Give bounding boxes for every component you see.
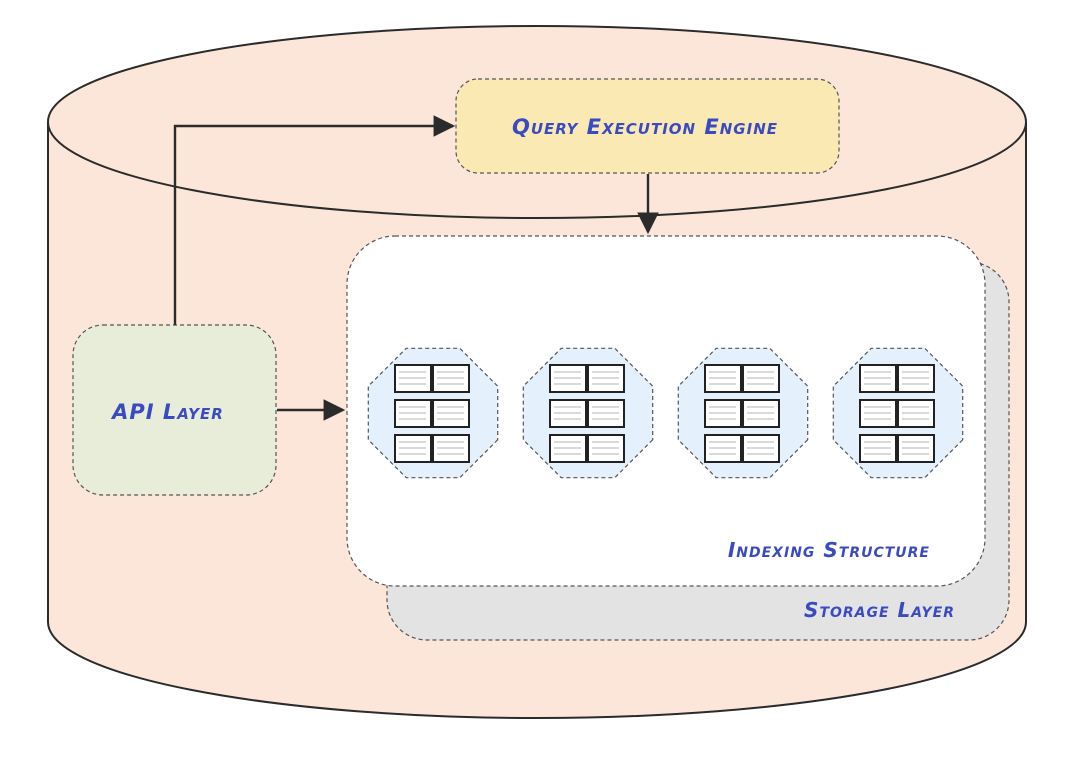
index-node [367,347,499,479]
query-execution-engine-box [455,78,840,174]
connectors [173,115,659,421]
index-node [832,347,964,479]
arrow-api-to-query-engine [173,115,456,325]
index-node [677,347,809,479]
api-layer-label: API Layer [110,400,224,424]
index-node [522,347,654,479]
indexing-structure [346,235,986,587]
indexing-structure-label: Indexing Structure [728,538,930,562]
index-nodes [367,347,964,479]
storage-layer-label: Storage Layer [804,598,955,622]
query-execution-engine-label: Query Execution Engine [512,115,778,139]
